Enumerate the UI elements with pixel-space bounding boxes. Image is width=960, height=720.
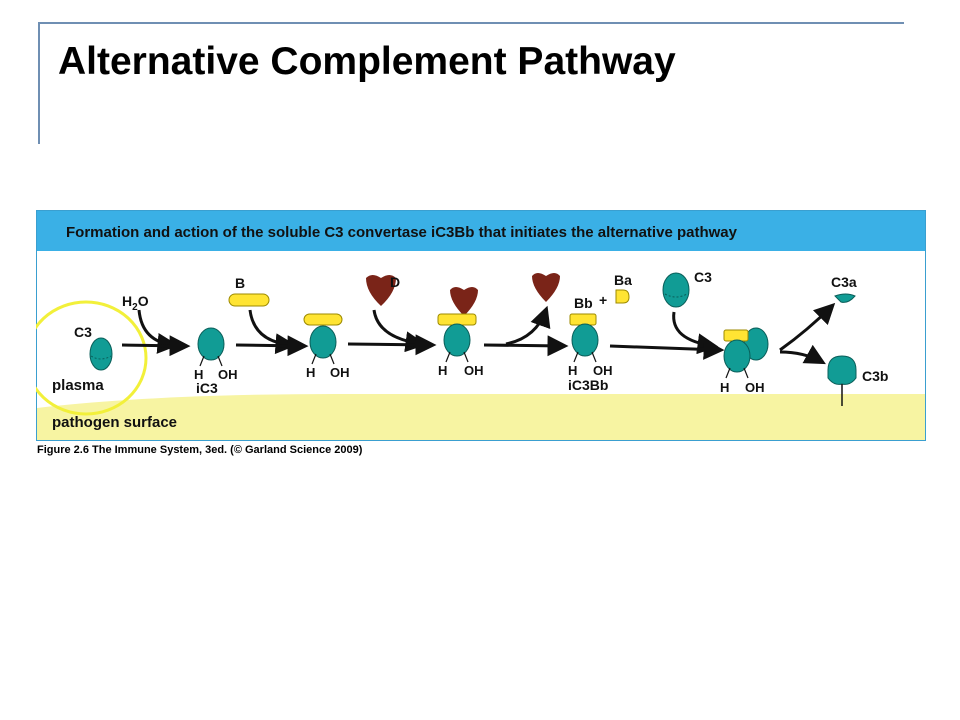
- ic3-protein-3: [443, 323, 471, 363]
- pathway-diagram: Formation and action of the soluble C3 c…: [36, 210, 926, 441]
- factor-b-bound-3: [437, 313, 477, 326]
- factor-d-bound: [450, 287, 478, 316]
- arrow-factor-b: [248, 309, 297, 355]
- highlight-ring: [36, 300, 148, 416]
- factor-ba: [615, 289, 630, 304]
- arrow-stage-2: [235, 335, 309, 357]
- arrow-d-release: [505, 305, 551, 346]
- label-plus: +: [599, 292, 607, 308]
- c3-protein-second: [662, 272, 690, 308]
- slide-frame-horizontal-line: [38, 22, 904, 24]
- factor-bb: [569, 313, 597, 326]
- arrow-c3b: [779, 344, 826, 365]
- figure-header-band: [37, 211, 925, 251]
- label-h-1: H: [194, 367, 203, 382]
- pathogen-surface-band: [37, 394, 925, 440]
- label-oh-5: OH: [745, 380, 765, 395]
- slide-title: Alternative Complement Pathway: [58, 40, 676, 83]
- label-h2o: H2O: [122, 293, 149, 313]
- factor-b-bound-2: [303, 313, 343, 326]
- label-plasma: plasma: [52, 377, 104, 394]
- arrow-stage-5: [609, 338, 725, 360]
- ic3bb-protein: [571, 323, 599, 363]
- label-oh-1: OH: [218, 367, 238, 382]
- label-c3: C3: [74, 324, 92, 340]
- arrow-stage-4: [483, 335, 569, 357]
- label-h-2: H: [306, 365, 315, 380]
- label-oh-4: OH: [593, 363, 613, 378]
- label-h-5: H: [720, 380, 729, 395]
- arrow-factor-d: [372, 309, 427, 353]
- label-ic3bb: iC3Bb: [568, 377, 608, 393]
- label-c3b: C3b: [862, 368, 888, 384]
- label-h-3: H: [438, 363, 447, 378]
- label-d: D: [390, 274, 400, 290]
- factor-bb-bound: [723, 329, 749, 342]
- figure-caption: Figure 2.6 The Immune System, 3ed. (© Ga…: [37, 444, 363, 456]
- c3a-fragment: [834, 293, 856, 303]
- label-ba: Ba: [614, 272, 632, 288]
- label-oh-3: OH: [464, 363, 484, 378]
- factor-b: [228, 293, 270, 307]
- label-h-4: H: [568, 363, 577, 378]
- label-c3a: C3a: [831, 274, 857, 290]
- c3-protein: [89, 337, 113, 371]
- label-bb: Bb: [574, 295, 593, 311]
- arrow-c3a: [779, 302, 836, 352]
- arrow-stage-1: [121, 335, 191, 357]
- label-ic3: iC3: [196, 380, 218, 396]
- pathway-figure: Formation and action of the soluble C3 c…: [36, 210, 926, 442]
- label-c3-second: C3: [694, 269, 712, 285]
- label-oh-2: OH: [330, 365, 350, 380]
- figure-header-text: Formation and action of the soluble C3 c…: [66, 224, 738, 241]
- ic3bb-protein-2: [723, 339, 751, 379]
- ic3-protein-2: [309, 325, 337, 365]
- ic3-protein: [197, 327, 225, 367]
- arrow-h2o: [137, 309, 179, 354]
- arrow-stage-3: [347, 334, 437, 356]
- label-b: B: [235, 275, 245, 291]
- slide-frame-vertical-line: [38, 22, 40, 144]
- factor-d: [366, 275, 396, 306]
- c3b-fragment: [827, 355, 857, 385]
- factor-d-released: [532, 273, 560, 302]
- label-pathogen-surface: pathogen surface: [52, 414, 177, 431]
